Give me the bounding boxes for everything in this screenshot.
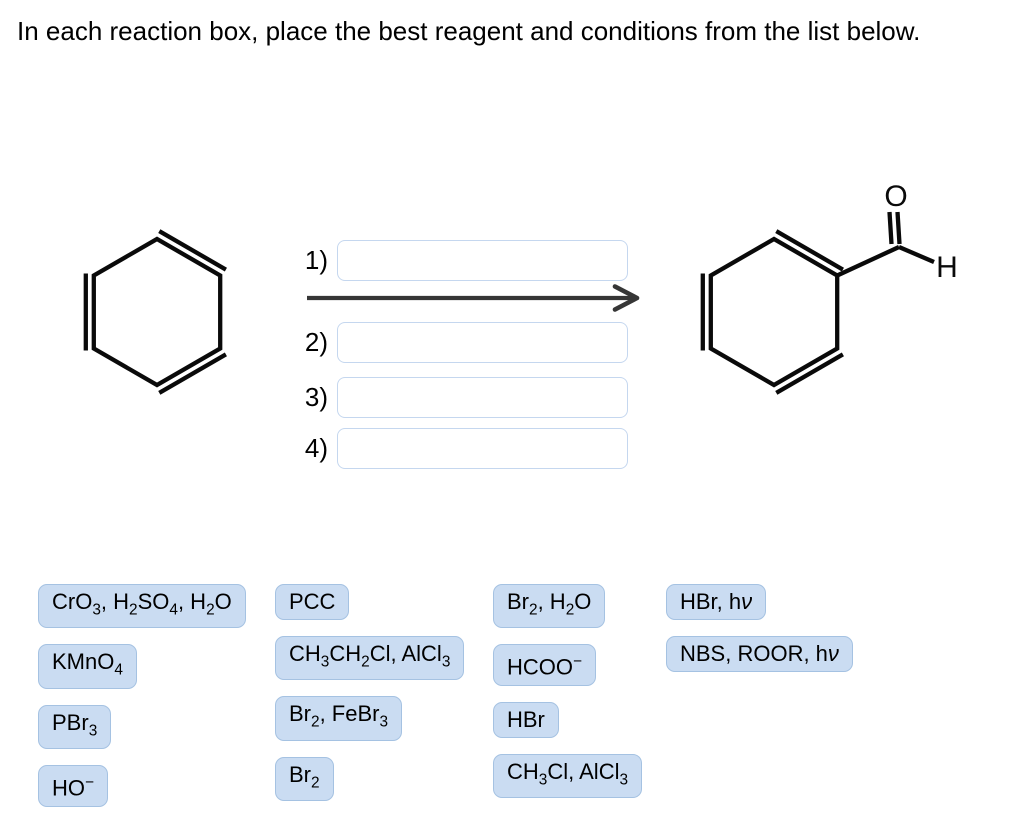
reagent-chip[interactable]: PCC [275,584,350,620]
reagent-chip[interactable]: HBr [493,701,559,738]
benzene-structure [83,229,227,395]
double-bond [158,229,227,272]
reagent-chip[interactable]: HO− [38,765,108,807]
benzaldehyde-structure: O H [700,180,958,395]
double-bond [775,352,844,395]
bond-carbonyl-to-h [898,245,935,264]
reagent-chip[interactable]: CH3CH2Cl, AlCl3 [275,636,465,681]
step-number: 3) [304,382,328,412]
double-bond [775,229,844,272]
reagent-drop-box-3[interactable] [337,377,628,418]
reagent-chip[interactable]: Br2, FeBr3 [275,696,403,741]
reagent-chip[interactable]: KMnO4 [38,644,137,689]
arrow-head [612,284,640,312]
reagent-chip[interactable]: HCOO− [493,644,596,686]
double-bond [158,352,227,395]
reagent-chip[interactable]: Br2, H2O [493,584,606,629]
reaction-step-2: 2) [296,322,628,363]
reaction-step-1: 1) [296,240,628,281]
reagent-drop-box-1[interactable] [337,240,628,281]
benzene-ring [708,236,840,388]
reagent-chip[interactable]: PBr3 [38,704,112,750]
carbonyl-double-bond [887,211,894,245]
reagent-drop-box-2[interactable] [337,322,628,363]
reagent-column-4: HBr, hν NBS, ROOR, hν [666,584,853,672]
oxygen-atom-label: O [884,180,907,213]
benzene-ring [91,236,223,388]
reagent-chip[interactable]: HBr, hν [666,584,767,620]
step-number: 2) [304,327,328,357]
bond-ring-to-carbonyl [836,245,900,278]
reaction-arrow [307,284,640,312]
page-title: In each reaction box, place the best rea… [17,16,921,46]
reaction-step-4: 4) [296,428,628,469]
step-number: 4) [304,433,328,463]
hydrogen-atom-label: H [936,251,958,284]
reagent-chip[interactable]: NBS, ROOR, hν [666,636,853,672]
reaction-step-3: 3) [296,377,628,418]
reagent-chip[interactable]: CH3Cl, AlCl3 [493,753,643,799]
reagent-chip[interactable]: CrO3, H2SO4, H2O [38,584,246,629]
reagent-chip[interactable]: Br2 [275,756,334,802]
carbonyl-double-bond [895,211,902,245]
reagent-drop-box-4[interactable] [337,428,628,469]
step-number: 1) [304,245,328,275]
